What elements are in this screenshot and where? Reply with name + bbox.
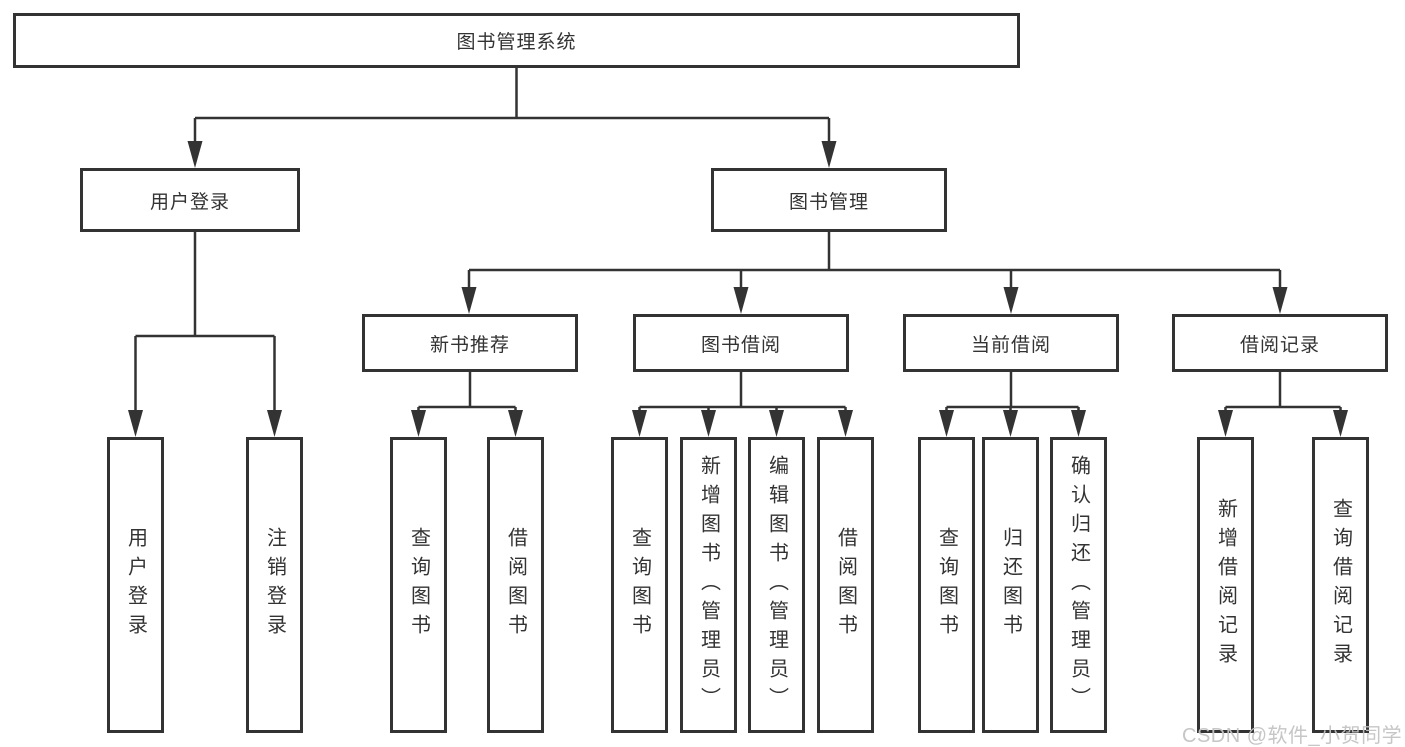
leaf-borrow-books-borrowing-label: 借阅图书 (834, 527, 857, 643)
leaf-borrow-books-recommend-label: 借阅图书 (504, 527, 527, 643)
node-borrowing-records: 借阅记录 (1172, 314, 1388, 372)
node-new-book-recommend-label: 新书推荐 (429, 334, 510, 356)
leaf-edit-book-admin: 编辑图书（管理员） (748, 437, 805, 733)
watermark: CSDN @软件_小贺同学 (1182, 725, 1403, 747)
arrowhead (701, 410, 716, 437)
node-book-management: 图书管理 (711, 168, 947, 232)
connector-user-login-to-leaves (134, 232, 276, 415)
node-new-book-recommend: 新书推荐 (362, 314, 578, 372)
node-user-login-label: 用户登录 (149, 191, 230, 213)
leaf-add-borrow-record-label: 新增借阅记录 (1214, 498, 1237, 672)
arrowhead (733, 287, 749, 314)
arrowhead (267, 410, 282, 437)
leaf-query-books-current-label: 查询图书 (935, 527, 958, 643)
arrowhead (508, 410, 523, 437)
connector-current-borrowing-to-leaves (945, 372, 1080, 415)
arrowhead (1003, 287, 1019, 314)
leaf-query-books-current: 查询图书 (918, 437, 975, 733)
connector-book-borrowing-to-leaves (638, 372, 847, 415)
connector-book-mgmt-to-level3 (467, 232, 1282, 294)
node-current-borrowing-label: 当前借阅 (970, 334, 1051, 356)
node-book-borrowing-label: 图书借阅 (700, 334, 781, 356)
arrowhead (838, 410, 853, 437)
node-current-borrowing: 当前借阅 (903, 314, 1119, 372)
leaf-query-books-borrowing-label: 查询图书 (628, 527, 651, 643)
node-library-system-label: 图书管理系统 (456, 32, 577, 53)
arrowhead (939, 410, 954, 437)
connector-root-to-level2 (193, 68, 831, 146)
arrowhead (821, 141, 837, 168)
arrowhead (128, 410, 143, 437)
arrowhead (769, 410, 784, 437)
leaf-add-book-admin-label: 新增图书（管理员） (697, 454, 720, 716)
leaf-confirm-return-admin: 确认归还（管理员） (1050, 437, 1107, 733)
leaf-user-login: 用户登录 (107, 437, 164, 733)
connector-borrow-records-to-leaves (1224, 372, 1342, 415)
leaf-query-borrow-record-label: 查询借阅记录 (1329, 498, 1352, 672)
leaf-query-books-recommend-label: 查询图书 (407, 527, 430, 643)
connector-new-book-to-leaves (417, 372, 517, 415)
arrowhead (632, 410, 647, 437)
leaf-logout-label: 注销登录 (263, 527, 286, 643)
node-user-login: 用户登录 (80, 168, 300, 232)
arrowhead (1003, 410, 1018, 437)
leaf-borrow-books-borrowing: 借阅图书 (817, 437, 874, 733)
leaf-add-book-admin: 新增图书（管理员） (680, 437, 737, 733)
leaf-query-books-borrowing: 查询图书 (611, 437, 668, 733)
leaf-query-books-recommend: 查询图书 (390, 437, 447, 733)
leaf-user-login-label: 用户登录 (124, 527, 147, 643)
arrowhead (1333, 410, 1348, 437)
arrowhead (1272, 287, 1288, 314)
leaf-query-borrow-record: 查询借阅记录 (1312, 437, 1369, 733)
node-book-borrowing: 图书借阅 (633, 314, 849, 372)
arrowhead (1218, 410, 1233, 437)
leaf-edit-book-admin-label: 编辑图书（管理员） (765, 454, 788, 716)
leaf-add-borrow-record: 新增借阅记录 (1197, 437, 1254, 733)
arrowhead (187, 141, 203, 168)
leaf-return-books-label: 归还图书 (999, 527, 1022, 643)
node-library-system: 图书管理系统 (13, 13, 1020, 68)
leaf-borrow-books-recommend: 借阅图书 (487, 437, 544, 733)
arrowhead (1071, 410, 1086, 437)
arrowhead (411, 410, 426, 437)
node-borrowing-records-label: 借阅记录 (1239, 334, 1320, 356)
node-book-management-label: 图书管理 (788, 191, 869, 213)
arrowhead (461, 287, 477, 314)
leaf-return-books: 归还图书 (982, 437, 1039, 733)
leaf-logout: 注销登录 (246, 437, 303, 733)
leaf-confirm-return-admin-label: 确认归还（管理员） (1067, 454, 1090, 716)
